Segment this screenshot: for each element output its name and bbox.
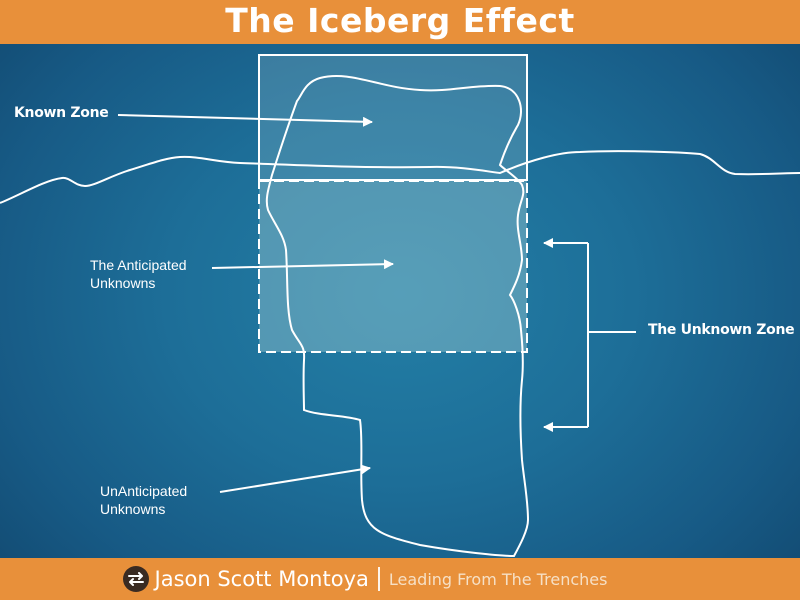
tagline: Leading From The Trenches: [388, 569, 608, 589]
author-name: Jason Scott Montoya: [154, 567, 369, 591]
footer-banner: Jason Scott Montoya Leading From The Tre…: [0, 558, 800, 600]
water-line: [0, 150, 800, 204]
unknown-zone-label: The Unknown Zone: [648, 322, 795, 338]
swap-arrows-icon: [122, 566, 149, 592]
footer-divider: [377, 567, 380, 591]
diagram-canvas: [0, 44, 800, 558]
known-zone-box: [258, 54, 528, 181]
page-title: The Iceberg Effect: [225, 1, 575, 40]
unanticipated-unknowns-arrow: [219, 464, 371, 493]
unknown-zone-bracket: [543, 238, 636, 432]
known-zone-arrow: [117, 114, 373, 127]
anticipated-unknowns-label: The Anticipated Unknowns: [90, 257, 187, 291]
known-zone-label: Known Zone: [14, 105, 109, 121]
unanticipated-unknowns-label: UnAnticipated Unknowns: [100, 483, 188, 517]
anticipated-unknowns-arrow: [211, 259, 394, 270]
title-banner: The Iceberg Effect: [0, 0, 800, 44]
iceberg-outline: [265, 74, 530, 558]
